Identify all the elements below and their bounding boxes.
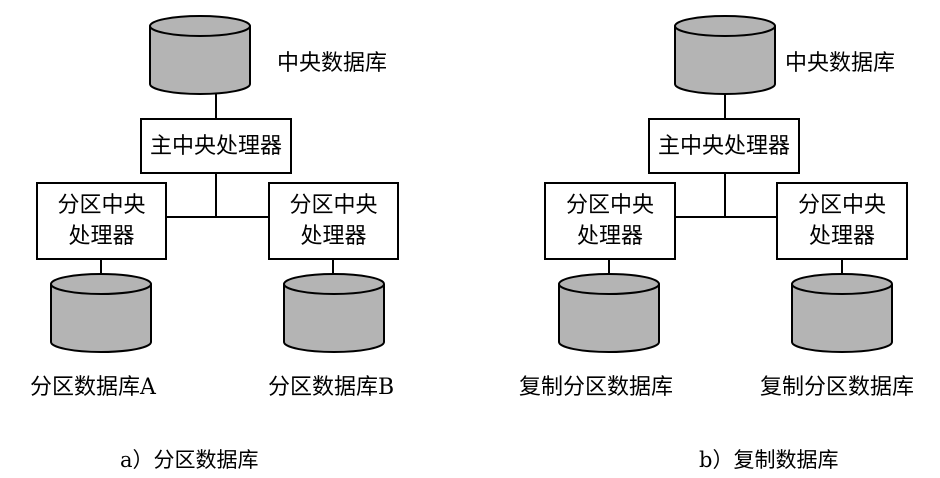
- connector-line: [332, 260, 334, 274]
- replica-cpu-box-right: 分区中央 处理器: [776, 182, 908, 260]
- central-database-label: 中央数据库: [785, 51, 896, 76]
- partition-cpu-label-line2: 处理器: [68, 224, 135, 249]
- partition-cpu-label-line1: 分区中央: [797, 193, 886, 218]
- caption-a: a）分区数据库: [120, 448, 259, 472]
- partition-cpu-label-line2: 处理器: [808, 224, 875, 249]
- connector-line: [215, 174, 217, 218]
- replicated-database-left-cylinder: [558, 273, 660, 353]
- replicated-database-right-cylinder: [791, 273, 893, 353]
- connector-line: [724, 174, 726, 218]
- partition-cpu-box-right: 分区中央 处理器: [268, 182, 399, 260]
- replicated-database-right-label: 复制分区数据库: [760, 375, 915, 400]
- connector-line: [215, 94, 217, 120]
- central-database-cylinder: [674, 15, 776, 95]
- central-database-cylinder: [149, 15, 251, 95]
- caption-b: b）复制数据库: [699, 448, 839, 472]
- partition-cpu-label-line1: 分区中央: [57, 193, 146, 218]
- connector-line: [841, 260, 843, 274]
- partition-database-b-label: 分区数据库B: [268, 375, 395, 400]
- main-cpu-box: 主中央处理器: [648, 118, 800, 174]
- partition-database-b-cylinder: [283, 273, 385, 353]
- partition-cpu-label-line2: 处理器: [576, 224, 643, 249]
- partition-cpu-label-line1: 分区中央: [565, 193, 654, 218]
- partition-database-a-label: 分区数据库A: [30, 375, 156, 400]
- central-database-label: 中央数据库: [277, 51, 388, 76]
- main-cpu-box: 主中央处理器: [140, 118, 292, 174]
- replicated-database-left-label: 复制分区数据库: [519, 375, 674, 400]
- connector-line: [675, 216, 777, 218]
- connector-line: [100, 260, 102, 274]
- connector-line: [608, 260, 610, 274]
- replica-cpu-box-left: 分区中央 处理器: [544, 182, 676, 260]
- partition-cpu-box-left: 分区中央 处理器: [36, 182, 167, 260]
- partition-database-a-cylinder: [50, 273, 152, 353]
- partition-cpu-label-line1: 分区中央: [289, 193, 378, 218]
- partition-cpu-label-line2: 处理器: [300, 224, 367, 249]
- connector-line: [166, 216, 270, 218]
- connector-line: [724, 94, 726, 120]
